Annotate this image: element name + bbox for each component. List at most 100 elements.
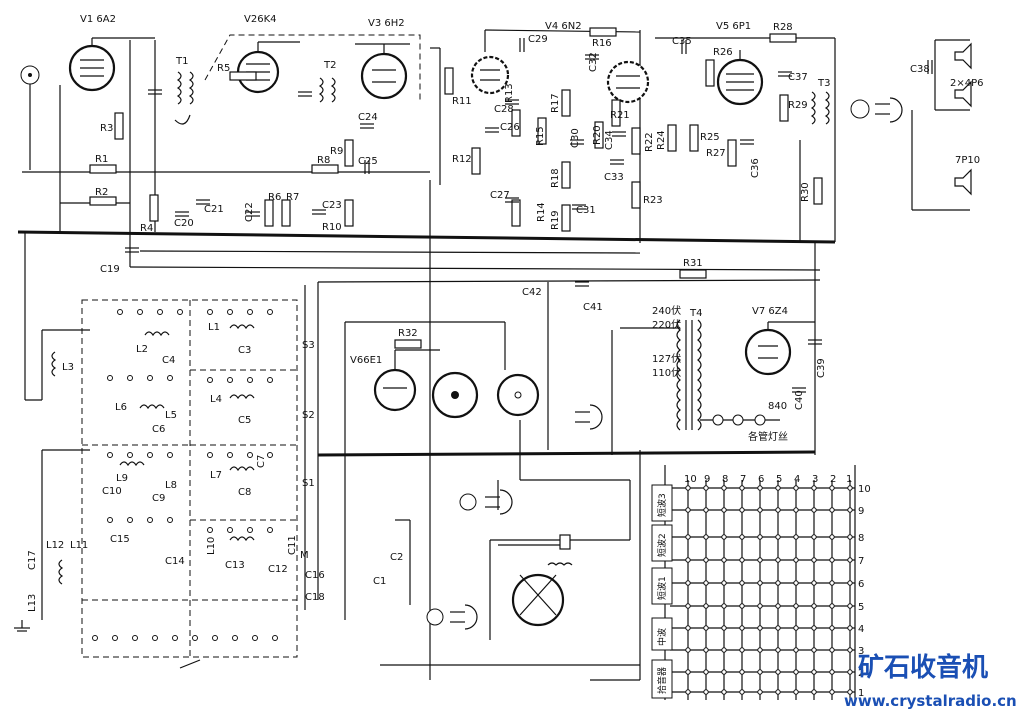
resistor-r12-label: R12 <box>452 154 472 165</box>
resistor-labels: R3 R1 R2 R4 R5 R6 R7 R8 R9 R10 R11 R12 R… <box>95 22 811 339</box>
capacitor-c26-label: C26 <box>500 122 520 133</box>
capacitor-c4-label: C4 <box>162 355 175 366</box>
capacitor-c15-label: C15 <box>110 534 130 545</box>
resistor-r25-label: R25 <box>700 132 720 143</box>
col-label-1: 1 <box>846 474 852 485</box>
table-contact <box>721 485 727 491</box>
resistor-r24-label: R24 <box>656 130 667 150</box>
resistor-r7-label: R7 <box>286 192 299 203</box>
watermark: 矿石收音机 www.crystalradio.cn <box>844 652 1017 710</box>
speaker-pair-label: 2×4P6 <box>950 78 984 89</box>
table-contact <box>739 557 745 563</box>
table-contact <box>829 689 835 695</box>
tube-v1 <box>68 37 155 92</box>
resistor-r5-label: R5 <box>217 63 230 74</box>
table-contact <box>685 689 691 695</box>
table-contact <box>775 534 781 540</box>
table-contact <box>829 625 835 631</box>
capacitor-c10-label: C10 <box>102 486 122 497</box>
col-label-7: 7 <box>740 474 746 485</box>
resistor-r23-label: R23 <box>643 195 663 206</box>
table-contact <box>829 603 835 609</box>
table-contact <box>829 485 835 491</box>
capacitor-c33-label: C33 <box>604 172 624 183</box>
capacitor-c21-label: C21 <box>204 204 224 215</box>
table-contact <box>829 669 835 675</box>
capacitor-labels: C1 C2 C3 C4 C5 C6 C7 C8 C9 C10 C11 C12 C… <box>27 34 930 603</box>
lamp-label: 各管灯丝 <box>748 430 788 443</box>
resistor-r22-label: R22 <box>644 132 655 152</box>
transformer-t2: T2 <box>318 60 336 103</box>
table-contact <box>829 557 835 563</box>
table-contact <box>739 689 745 695</box>
table-contact <box>739 625 745 631</box>
coil-l8-label: L8 <box>165 480 177 491</box>
table-contact <box>811 557 817 563</box>
table-contact <box>703 625 709 631</box>
table-contact <box>685 507 691 513</box>
resistor-r9-label: R9 <box>330 146 343 157</box>
table-contact <box>703 603 709 609</box>
table-contact <box>793 647 799 653</box>
table-contact <box>793 669 799 675</box>
table-contact <box>775 669 781 675</box>
table-contact <box>739 580 745 586</box>
coil-l10-label: L10 <box>206 537 217 555</box>
table-contact <box>793 557 799 563</box>
resistor-r30-label: R30 <box>800 182 811 202</box>
resistor-r15-label: R15 <box>535 126 546 146</box>
table-contact <box>721 557 727 563</box>
capacitor-c36-label: C36 <box>750 158 761 178</box>
table-contact <box>847 534 853 540</box>
table-contact <box>721 689 727 695</box>
table-contact <box>775 647 781 653</box>
tap-110v: 110伏 <box>652 366 681 379</box>
resistor-r6-label: R6 <box>268 192 281 203</box>
resistor-r29-label: R29 <box>788 100 808 111</box>
tap-127v: 127伏 <box>652 352 681 365</box>
capacitor-c19-label: C19 <box>100 264 120 275</box>
row-label-5: 5 <box>858 602 864 613</box>
tube-v2-label: V26K4 <box>244 14 277 25</box>
power-taps: 240伏 220伏 127伏 110伏 840 各管灯丝 <box>620 304 788 443</box>
col-label-8: 8 <box>722 474 728 485</box>
band-sw2-label: 短波2 <box>656 533 668 557</box>
row-label-9: 9 <box>858 506 864 517</box>
table-contact <box>703 507 709 513</box>
table-contact <box>847 557 853 563</box>
resistor-r8-label: R8 <box>317 155 330 166</box>
table-contact <box>847 507 853 513</box>
table-contact <box>775 625 781 631</box>
capacitor-c32-label: C32 <box>588 52 599 72</box>
resistor-r32-label: R32 <box>398 328 418 339</box>
table-contact <box>685 603 691 609</box>
tube-v5-label: V5 6P1 <box>716 21 751 32</box>
coil-l3-label: L3 <box>62 362 74 373</box>
table-contact <box>685 557 691 563</box>
resistor-r31-label: R31 <box>683 258 703 269</box>
table-contact <box>721 534 727 540</box>
table-contact <box>739 603 745 609</box>
junction-m-label: M <box>300 550 309 561</box>
band-sw1-label: 短波1 <box>656 576 668 600</box>
coil-l1-label: L1 <box>208 322 220 333</box>
table-contact <box>811 669 817 675</box>
resistor-r18-label: R18 <box>550 168 561 188</box>
band-sw3-label: 短波3 <box>656 493 668 517</box>
capacitor-c22-label: C22 <box>244 202 255 222</box>
tube-v1-label: V1 6A2 <box>80 14 116 25</box>
capacitor-c20-label: C20 <box>174 218 194 229</box>
table-contact <box>793 534 799 540</box>
pickup-motor <box>498 534 573 627</box>
table-contact <box>757 485 763 491</box>
band-switch-box: S3 S2 S1 M <box>81 299 315 658</box>
table-contact <box>811 485 817 491</box>
table-contact <box>811 647 817 653</box>
table-contact <box>847 485 853 491</box>
bus-wires <box>17 29 836 681</box>
table-contact <box>811 507 817 513</box>
row-label-2: 2 <box>858 668 864 679</box>
capacitor-c37-label: C37 <box>788 72 808 83</box>
tube-v4 <box>470 55 650 104</box>
resistor-r16-label: R16 <box>592 38 612 49</box>
